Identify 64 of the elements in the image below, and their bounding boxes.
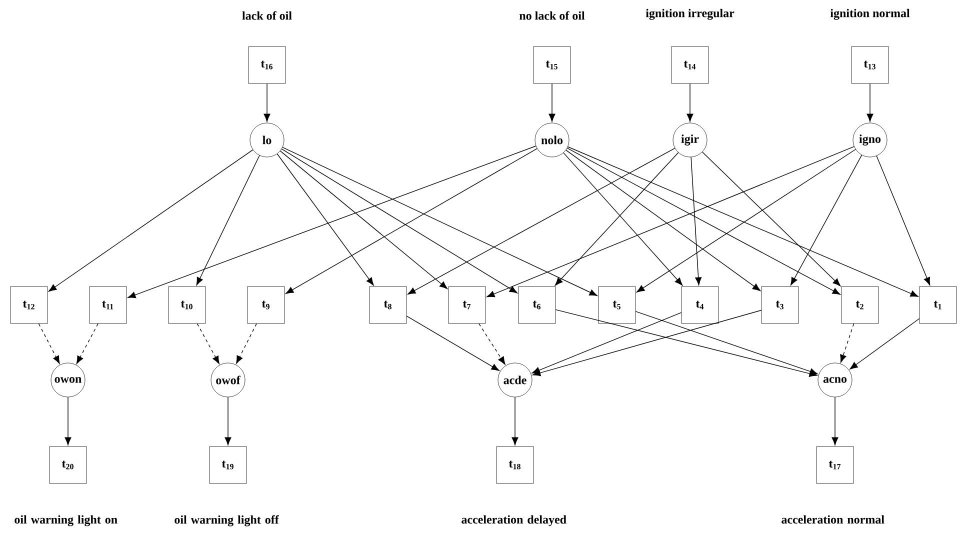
arrow <box>408 148 676 294</box>
arrow <box>690 156 702 286</box>
arrow <box>224 396 232 446</box>
arrow <box>635 311 818 375</box>
arrow <box>636 149 856 292</box>
caption-text: oil warning light on <box>14 515 118 526</box>
transition-box: t$_{18}$ <box>496 446 534 484</box>
transition-box: t$_{13}$ <box>851 46 889 84</box>
transition-box: t$_{5}$ <box>598 286 636 324</box>
arrow <box>478 323 506 365</box>
arrow <box>840 323 854 363</box>
arrow <box>64 396 72 446</box>
transition-box: t$_{20}$ <box>49 446 87 484</box>
caption-text: ignition irregular <box>646 8 734 20</box>
arrow <box>406 316 500 371</box>
arrow <box>566 150 761 292</box>
caption-text: ignition normal <box>830 8 910 20</box>
transition-box: t$_{7}$ <box>448 286 486 324</box>
arrow <box>282 146 598 296</box>
transition-box: t$_{8}$ <box>369 286 407 324</box>
transition-box: t$_{2}$ <box>841 286 879 324</box>
transition-box: t$_{9}$ <box>247 286 285 324</box>
arrow <box>38 323 60 364</box>
caption-text: no lack of oil <box>520 11 585 20</box>
arrow <box>196 155 260 286</box>
arrow <box>876 156 930 286</box>
caption-text: acceleration delayed <box>462 515 566 526</box>
arrow <box>276 154 374 286</box>
arrow <box>128 146 536 298</box>
transition-box: t$_{19}$ <box>209 446 247 484</box>
transition-box: t$_{16}$ <box>248 46 286 84</box>
transition-box: t$_{15}$ <box>533 46 571 84</box>
transition-box: t$_{3}$ <box>761 286 799 324</box>
arrow <box>850 318 920 370</box>
transition-box: t$_{10}$ <box>168 286 206 324</box>
transition-box: t$_{6}$ <box>518 286 556 324</box>
arrow <box>686 83 694 122</box>
arrow <box>512 396 518 446</box>
arrow <box>548 83 556 122</box>
transition-box: t$_{17}$ <box>816 446 854 484</box>
arrow <box>196 323 220 364</box>
arrow <box>264 83 270 122</box>
caption-text: oil warning light off <box>174 515 279 526</box>
arrow <box>532 310 762 376</box>
arrow <box>832 396 838 446</box>
caption-text: lack of oil <box>242 11 292 20</box>
arrow <box>76 323 98 364</box>
transition-box: t$_{12}$ <box>10 286 48 324</box>
arrow <box>555 309 818 377</box>
arrow <box>566 148 840 295</box>
transition-box: t$_{4}$ <box>681 286 719 324</box>
transition-box: t$_{14}$ <box>671 46 709 84</box>
transition-box: t$_{1}$ <box>919 286 957 324</box>
transition-box: t$_{11}$ <box>89 286 127 324</box>
caption-text: acceleration normal <box>782 515 884 524</box>
arrow <box>790 154 862 286</box>
arrow <box>486 146 854 298</box>
arrow <box>48 149 254 292</box>
arrow <box>236 323 257 364</box>
arrow <box>567 146 918 297</box>
arrow <box>866 83 874 122</box>
arrow <box>532 312 682 374</box>
arrow <box>280 150 448 290</box>
arrow <box>702 152 841 286</box>
